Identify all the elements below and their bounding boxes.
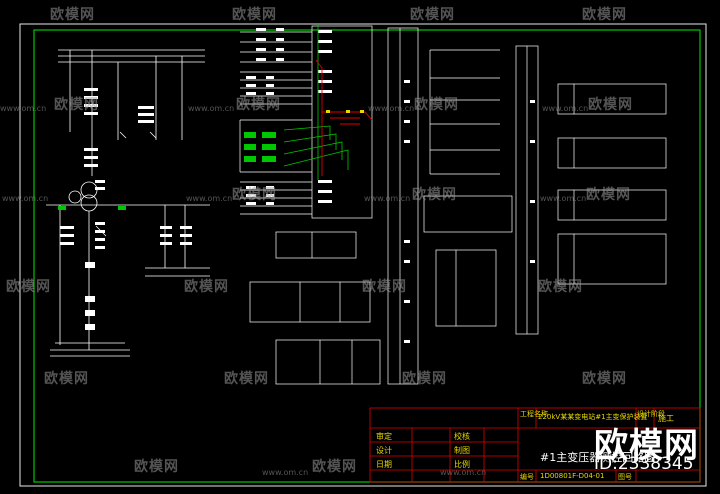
- watermark-url: www.om.cn: [440, 468, 487, 477]
- single-line-markers: [58, 206, 126, 210]
- design-label: 设计: [376, 446, 392, 455]
- review-label: 审定: [376, 432, 392, 441]
- drawing-title: #1主变压器测控回路图: [540, 451, 656, 464]
- project-label: 工程名称: [520, 410, 548, 418]
- watermark-logo: 欧模网: [582, 371, 627, 387]
- watermark-logo: 欧模网: [6, 279, 51, 295]
- control-circuits-mid: [249, 231, 381, 385]
- watermark-logo: 欧模网: [538, 279, 583, 295]
- watermark-logo: 欧模网: [134, 459, 179, 475]
- project-value: 220kV某某变电站#1主变保护装置: [538, 413, 648, 421]
- green-wiring: [283, 24, 349, 180]
- watermark-url: www.om.cn: [368, 104, 415, 113]
- watermark-url: www.om.cn: [0, 104, 47, 113]
- drawing-number: 1D00801F-D04-01: [540, 472, 605, 480]
- terminal-strips: [387, 27, 539, 385]
- inner-frame: [33, 29, 701, 483]
- watermark-url: www.om.cn: [542, 104, 589, 113]
- watermark-logo: 欧模网: [312, 459, 357, 475]
- drawing-number-label: 图号: [618, 473, 632, 481]
- watermark-logo: 欧模网: [54, 97, 99, 113]
- control-circuits-far-right: [557, 83, 667, 285]
- green-labels: [244, 132, 276, 162]
- watermark-logo: 欧模网: [362, 279, 407, 295]
- watermark-logo: 欧模网: [586, 187, 631, 203]
- number-label: 编号: [520, 473, 534, 481]
- design-stage-label: 设计阶段: [637, 410, 665, 418]
- title-block-frame: [369, 407, 701, 483]
- scale-label: 比例: [454, 460, 470, 469]
- watermark-logo: 欧模网: [50, 7, 95, 23]
- date-label: 日期: [376, 460, 392, 469]
- watermark-logo: 欧模网: [402, 371, 447, 387]
- control-circuit-top: [239, 25, 373, 219]
- watermark-logo: 欧模网: [410, 7, 455, 23]
- brand-logo: 欧模网: [594, 426, 699, 466]
- check-label: 校核: [454, 432, 470, 441]
- watermark-logo: 欧模网: [412, 187, 457, 203]
- watermark-url: www.om.cn: [364, 194, 411, 203]
- control-circuits-right: [423, 49, 513, 327]
- single-line-components: [60, 88, 192, 330]
- outer-frame: [19, 23, 707, 487]
- watermark-logo: 欧模网: [236, 97, 281, 113]
- yellow-pins: [326, 110, 364, 113]
- terminal-pins: [246, 28, 332, 205]
- brand-id: ID:2338345: [594, 454, 694, 474]
- watermark-url: www.om.cn: [188, 104, 235, 113]
- design-stage-value: 施工: [658, 414, 674, 423]
- watermark-url: www.om.cn: [262, 468, 309, 477]
- watermark-url: www.om.cn: [186, 194, 233, 203]
- watermark-logo: 欧模网: [44, 371, 89, 387]
- watermark-logo: 欧模网: [588, 97, 633, 113]
- strip-marks: [404, 80, 535, 343]
- watermark-url: www.om.cn: [540, 194, 587, 203]
- watermark-logo: 欧模网: [232, 187, 277, 203]
- watermark-logo: 欧模网: [232, 7, 277, 23]
- watermark-logo: 欧模网: [582, 7, 627, 23]
- draw-label: 制图: [454, 446, 470, 455]
- watermark-logo: 欧模网: [184, 279, 229, 295]
- watermark-logo: 欧模网: [224, 371, 269, 387]
- watermark-logo: 欧模网: [414, 97, 459, 113]
- red-wiring: [315, 59, 373, 176]
- watermark-url: www.om.cn: [2, 194, 49, 203]
